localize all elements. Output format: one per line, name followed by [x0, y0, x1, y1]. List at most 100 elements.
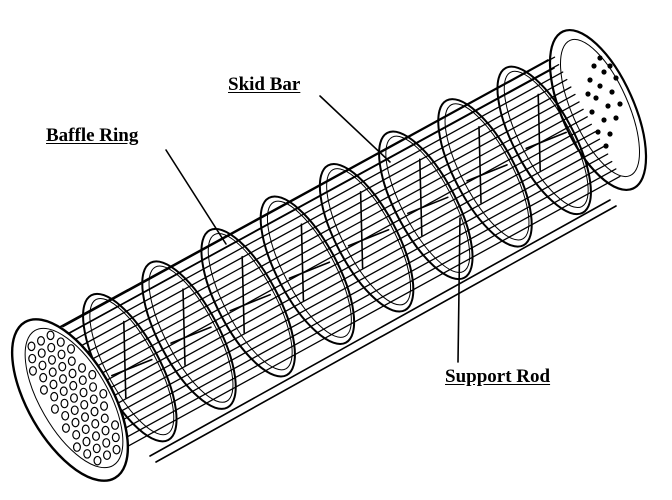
near-tubesheet	[10, 318, 130, 482]
tube	[94, 116, 588, 388]
tube-hole	[58, 374, 67, 384]
support-rod	[111, 358, 153, 377]
tube-hole	[102, 438, 111, 448]
tube-bundle	[62, 56, 621, 447]
tube-hole	[71, 417, 80, 428]
baffle-ring	[318, 163, 415, 313]
tube-hole	[50, 391, 59, 402]
tube-hole	[46, 330, 55, 341]
support-rod	[182, 288, 186, 366]
tube	[74, 78, 568, 350]
baffle-ring-inner-edge	[148, 265, 234, 403]
baffle-ring-inner-edge	[207, 233, 293, 371]
tube-hole	[28, 366, 37, 376]
baffle-ring	[259, 195, 356, 345]
tube	[98, 123, 592, 395]
tube	[78, 86, 572, 358]
leader-lines	[165, 95, 461, 363]
tube-hole	[99, 388, 108, 399]
tube-hole	[83, 449, 92, 459]
tube	[119, 160, 613, 432]
tube-hole	[60, 398, 69, 409]
tube-hole	[90, 406, 99, 417]
tube-hole	[67, 356, 76, 366]
support-rod	[406, 196, 449, 215]
tube-hole	[111, 420, 120, 430]
tube-hole	[38, 360, 47, 371]
tube-hole	[47, 355, 56, 365]
support-rod	[347, 228, 390, 247]
tube-hole	[61, 410, 70, 421]
tube-hole	[39, 385, 48, 395]
support-rod	[170, 326, 212, 344]
baffle-ring-label: Baffle Ring	[46, 125, 139, 146]
tube-hole	[88, 369, 97, 380]
tube-hole	[48, 367, 57, 377]
tube-hole	[72, 430, 81, 440]
baffle-rings	[82, 65, 592, 443]
tube-hole	[91, 431, 100, 441]
skid-bars	[57, 59, 617, 463]
tube-hole	[69, 380, 78, 391]
tube-hole	[91, 419, 100, 429]
tube-hole	[78, 375, 87, 386]
support-rod	[241, 255, 245, 334]
tube-hole	[80, 399, 89, 410]
tube-hole	[80, 412, 89, 422]
tube-hole	[89, 382, 98, 392]
tube	[90, 108, 584, 380]
baffle-ring	[496, 65, 592, 216]
baffle-ring-inner-edge	[444, 103, 530, 241]
tube-hole	[101, 425, 110, 436]
tube-hole	[70, 405, 79, 416]
tube-hole	[59, 386, 68, 397]
support-rod	[229, 293, 272, 312]
tube-hole	[37, 348, 46, 358]
tube-hole	[36, 336, 45, 346]
tube-hole	[102, 450, 111, 460]
tube-hole	[79, 387, 88, 398]
tube-hole	[27, 341, 36, 352]
tube-hole	[47, 342, 56, 353]
baffle-ring	[437, 98, 533, 248]
tube-hole	[39, 372, 48, 383]
support-rod	[123, 320, 127, 399]
baffle-ring-inner-edge	[385, 135, 471, 273]
support-rod-label: Support Rod	[445, 366, 551, 387]
tube-hole	[81, 424, 90, 435]
tube-hole	[92, 443, 101, 454]
tube-hole	[111, 432, 120, 443]
tube	[127, 175, 621, 447]
tube-hole	[56, 337, 65, 347]
far-tubesheet	[548, 28, 648, 192]
support-rod	[288, 261, 331, 280]
tube	[115, 153, 609, 425]
tube-hole	[112, 444, 121, 455]
support-rod	[525, 131, 568, 150]
support-rod	[418, 158, 423, 237]
support-rod	[300, 223, 305, 302]
tube-hole	[28, 353, 37, 364]
tube-hole	[49, 379, 58, 390]
tube	[123, 168, 617, 440]
baffle-ring-inner-edge	[326, 168, 412, 306]
support-rod	[537, 93, 542, 172]
tube-hole	[100, 413, 109, 424]
support-rod	[466, 164, 508, 182]
baffle-ring-inner-edge	[503, 70, 589, 209]
support-rod	[478, 126, 482, 204]
tube-hole	[67, 344, 76, 354]
tube-hole	[82, 436, 91, 447]
baffle-ring	[141, 260, 237, 410]
support-rods	[111, 93, 568, 399]
tube-hole	[57, 349, 66, 360]
baffle-ring	[200, 227, 296, 378]
tube-hole	[89, 394, 98, 405]
baffle-ring-inner-edge	[266, 200, 352, 338]
support-rod	[359, 190, 364, 269]
tube-hole	[50, 404, 59, 414]
tube-hole	[100, 401, 109, 411]
tube-hole	[78, 363, 87, 373]
